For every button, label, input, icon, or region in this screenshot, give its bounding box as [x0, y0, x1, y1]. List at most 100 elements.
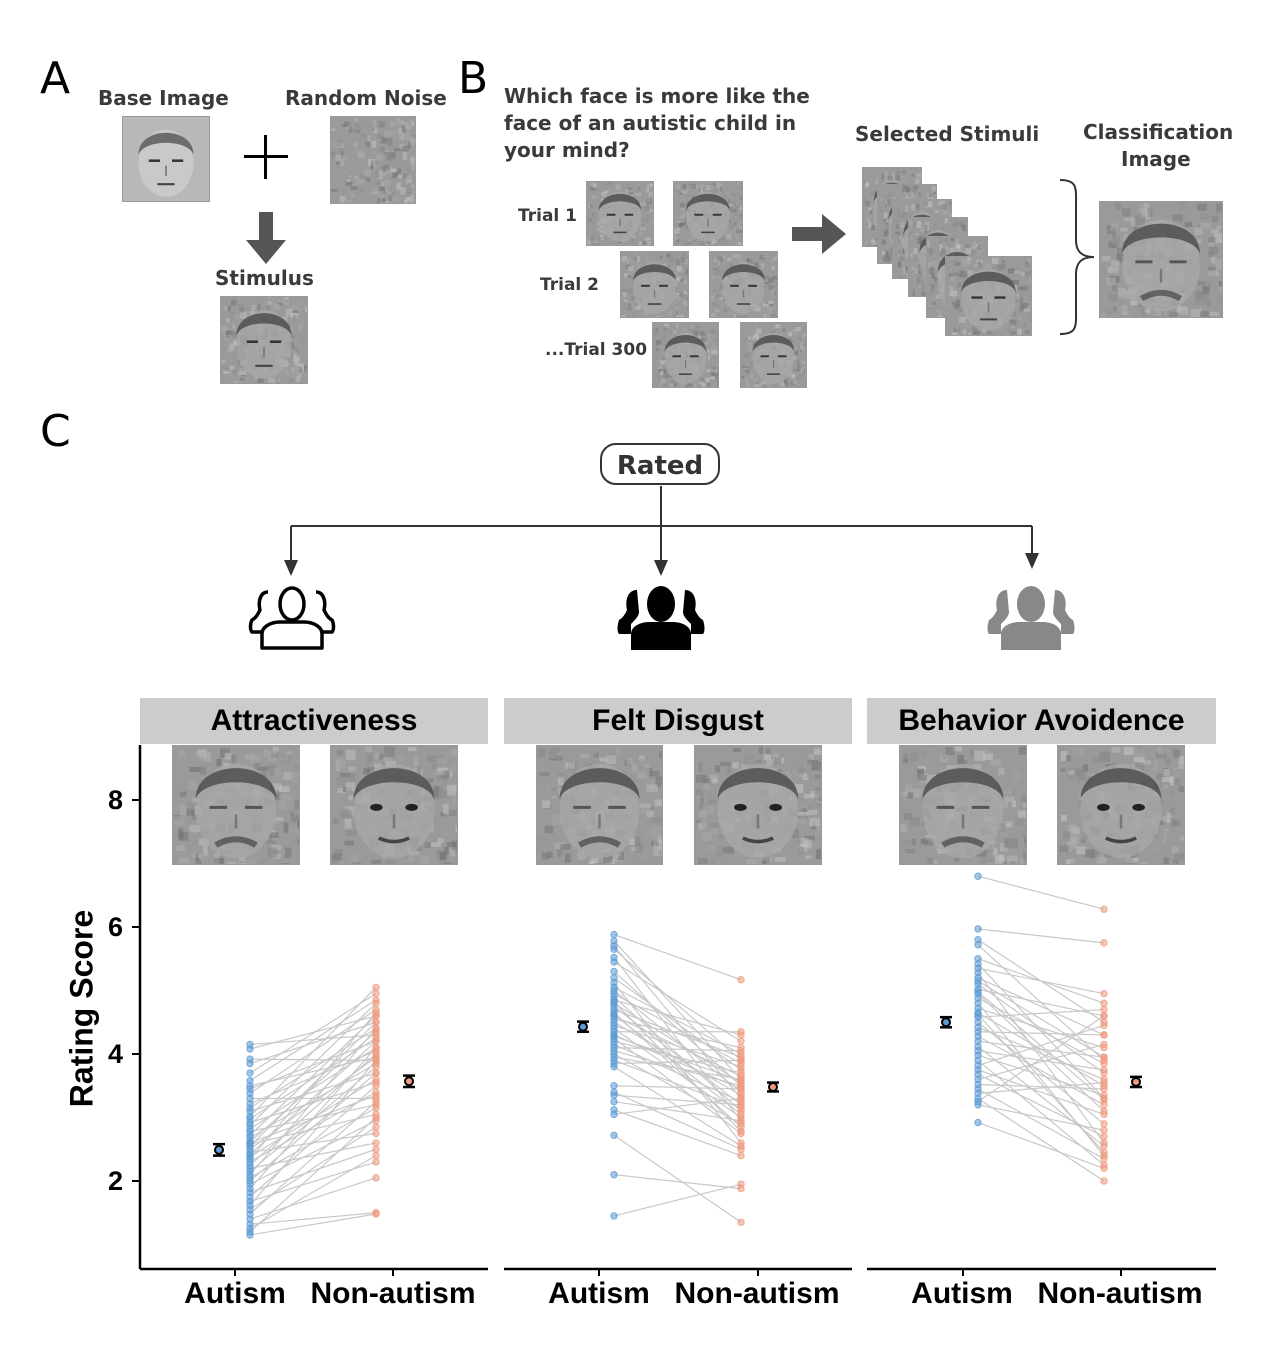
non-autism-point [372, 1139, 380, 1147]
trial-1-face-left [586, 181, 654, 246]
non-autism-point [1100, 1085, 1108, 1093]
non-autism-point [737, 1069, 745, 1077]
pair-line [613, 1056, 742, 1080]
autism-mean-point [941, 1017, 951, 1028]
group-solid-icon [617, 586, 705, 650]
group-outline-icon [248, 586, 336, 650]
trial-300-face-left [652, 322, 719, 388]
facet-strip-felt-disgust: Felt Disgust [504, 698, 852, 744]
non-autism-point [372, 983, 380, 992]
autism-point [246, 1139, 254, 1147]
autism-point [610, 998, 618, 1006]
y-tick-label-4: 4 [108, 1039, 124, 1069]
non-autism-point [372, 1009, 380, 1017]
pair-line [249, 1021, 377, 1147]
base-image-label: Base Image [98, 86, 229, 110]
autism-point [610, 1091, 618, 1099]
facet-2-marks [504, 930, 852, 1276]
pair-line [249, 1021, 377, 1065]
non-autism-point [737, 1110, 745, 1119]
autism-point [610, 1082, 618, 1090]
pair-line [249, 1120, 377, 1185]
non-autism-point [372, 1091, 380, 1099]
non-autism-point [1100, 1148, 1108, 1157]
autism-point [974, 1010, 982, 1019]
x-tick-label-non-autism-2: Non-autism [674, 1277, 840, 1310]
non-autism-point [737, 1047, 745, 1055]
plus-icon [244, 135, 288, 179]
facet-2-autism-ci-image [536, 745, 663, 865]
non-autism-point [372, 1113, 380, 1122]
stacked-stimulus-front [945, 256, 1032, 336]
pair-line [977, 1122, 1105, 1169]
non-autism-point [1100, 1126, 1108, 1134]
question-line-2: face of an autistic child in [504, 111, 797, 135]
pair-line [249, 1012, 377, 1160]
pair-line [613, 1101, 742, 1122]
pair-line [613, 977, 742, 1071]
trial-1-label: Trial 1 [518, 206, 577, 226]
facet-1-non-autism-ci-image [330, 745, 458, 865]
non-autism-point [1100, 1066, 1108, 1074]
pair-line [249, 1212, 377, 1225]
x-tick-label-autism-1: Autism [184, 1277, 286, 1310]
pair-line [613, 1097, 742, 1115]
pair-line [613, 1047, 742, 1052]
autism-point [610, 930, 618, 939]
non-autism-point [372, 999, 380, 1007]
non-autism-point [1100, 1164, 1108, 1173]
non-autism-point [1100, 1012, 1108, 1020]
pair-line [977, 1088, 1105, 1160]
curly-brace-icon [1059, 179, 1095, 335]
autism-point [974, 941, 982, 949]
pair-line [977, 1043, 1105, 1080]
classification-label-line-1: Classification [1083, 120, 1234, 144]
non-autism-point [1100, 939, 1108, 947]
pair-line [977, 928, 1105, 944]
x-tick-label-autism-2: Autism [548, 1277, 650, 1310]
pair-line [613, 1183, 742, 1217]
stimulus-image [220, 296, 308, 384]
pair-line [613, 1002, 742, 1084]
non-autism-mean-point [404, 1076, 414, 1087]
classification-label-line-2: Image [1121, 147, 1191, 171]
autism-point [610, 967, 618, 976]
pair-line [613, 948, 742, 1061]
pair-line [977, 1014, 1105, 1153]
non-autism-mean-point [1131, 1076, 1141, 1087]
pair-line [613, 1014, 742, 1115]
pair-line [613, 999, 742, 1036]
pair-line [249, 1031, 377, 1143]
non-autism-point [1100, 1021, 1108, 1030]
arrow-head-right [1025, 553, 1039, 569]
autism-point [974, 988, 982, 996]
pair-line [249, 1028, 377, 1176]
non-autism-point [1100, 1053, 1108, 1061]
group-gray-icon [987, 586, 1075, 650]
pair-line [613, 934, 742, 981]
autism-point [610, 1110, 618, 1119]
pair-line [249, 1047, 377, 1190]
facet-1-marks [140, 983, 488, 1276]
non-autism-point [372, 1075, 380, 1084]
autism-point [246, 1059, 254, 1068]
panel-b-letter: B [458, 53, 489, 104]
pair-line [249, 1072, 377, 1182]
autism-point [610, 1063, 618, 1071]
non-autism-point [372, 1174, 380, 1182]
arrow-down-icon [246, 212, 286, 264]
selected-stimuli-label: Selected Stimuli [855, 122, 1040, 146]
autism-point [610, 1010, 618, 1019]
non-autism-point [372, 1063, 380, 1071]
pair-line [613, 1094, 742, 1106]
rated-connector-arrows [284, 486, 1039, 576]
non-autism-point [1100, 1005, 1108, 1014]
non-autism-point [737, 976, 745, 984]
pair-line [613, 1134, 742, 1223]
autism-point [974, 977, 982, 985]
non-autism-point [737, 1056, 745, 1065]
pair-line [977, 977, 1105, 1036]
non-autism-point [737, 1085, 745, 1093]
non-autism-point [372, 1210, 380, 1218]
arrow-right-icon [792, 214, 846, 254]
